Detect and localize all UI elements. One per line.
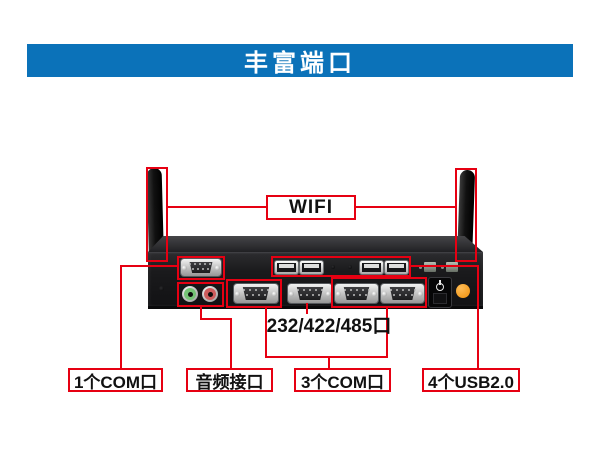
highlight-box-usb-group <box>271 256 411 277</box>
section-title: 丰富端口 <box>244 50 356 77</box>
com-port-3 <box>288 284 332 303</box>
screw-hole <box>348 265 352 269</box>
com-port-1 <box>181 259 221 276</box>
label-usb-text: 4个USB2.0 <box>428 372 514 392</box>
callout-line-bracket-v <box>328 356 330 368</box>
callout-line-audio-h <box>200 318 232 320</box>
chassis-top-face <box>148 236 483 252</box>
highlight-box-antenna-right <box>455 168 477 262</box>
label-com-single: 1个COM口 <box>68 368 163 392</box>
usb-port-2 <box>300 261 323 274</box>
audio-jack-lineout <box>182 286 198 302</box>
callout-line-wifi-right <box>356 206 455 208</box>
callout-line-com3-v <box>306 303 308 314</box>
com-port-4 <box>335 284 378 303</box>
com-port-5 <box>381 284 424 303</box>
callout-line-usb-h <box>411 265 479 267</box>
callout-line-usb-v <box>477 265 479 368</box>
callout-line-audio-v2 <box>230 318 232 368</box>
antenna-connector-block <box>424 262 436 272</box>
highlight-box-audio <box>177 282 224 307</box>
com-port-2 <box>234 284 278 303</box>
callout-line-wifi-left <box>168 206 266 208</box>
highlight-box-com45 <box>331 277 427 308</box>
label-com-triple-text: 3个COM口 <box>300 372 385 392</box>
label-audio-text: 音频接口 <box>195 372 264 392</box>
callout-line-com1-h <box>120 265 178 267</box>
orange-reset-button <box>456 284 470 298</box>
power-switch <box>428 277 452 308</box>
audio-jack-mic <box>202 286 218 302</box>
section-title-banner: 丰富端口 <box>27 44 573 77</box>
usb-port-1 <box>275 261 298 274</box>
label-com-single-text: 1个COM口 <box>73 372 158 392</box>
label-serial-standards: 232/422/485口 <box>264 312 394 337</box>
label-serial-standards-text: 232/422/485口 <box>266 316 392 337</box>
screw-hole <box>159 286 164 291</box>
label-usb: 4个USB2.0 <box>422 368 520 392</box>
highlight-box-com2 <box>226 279 282 308</box>
callout-line-bracket-h <box>265 356 388 358</box>
power-switch-rocker <box>433 293 447 304</box>
callout-line-com45-v <box>386 308 388 358</box>
label-audio: 音频接口 <box>186 368 273 392</box>
led-indicator-dot <box>419 266 422 269</box>
screw-hole <box>331 265 335 269</box>
label-com-triple: 3个COM口 <box>294 368 391 392</box>
callout-line-com1-v <box>120 265 122 368</box>
power-icon <box>436 283 444 291</box>
led-indicator-dot <box>441 266 444 269</box>
label-wifi-text: WIFI <box>288 196 334 218</box>
antenna-connector-block <box>446 262 458 272</box>
callout-line-com2-v <box>265 307 267 358</box>
highlight-box-antenna-left <box>146 167 168 262</box>
label-wifi: WIFI <box>266 195 356 220</box>
usb-port-4 <box>385 261 408 274</box>
usb-port-3 <box>360 261 383 274</box>
highlight-box-com1 <box>177 256 225 280</box>
callout-line-audio-v1 <box>200 306 202 320</box>
